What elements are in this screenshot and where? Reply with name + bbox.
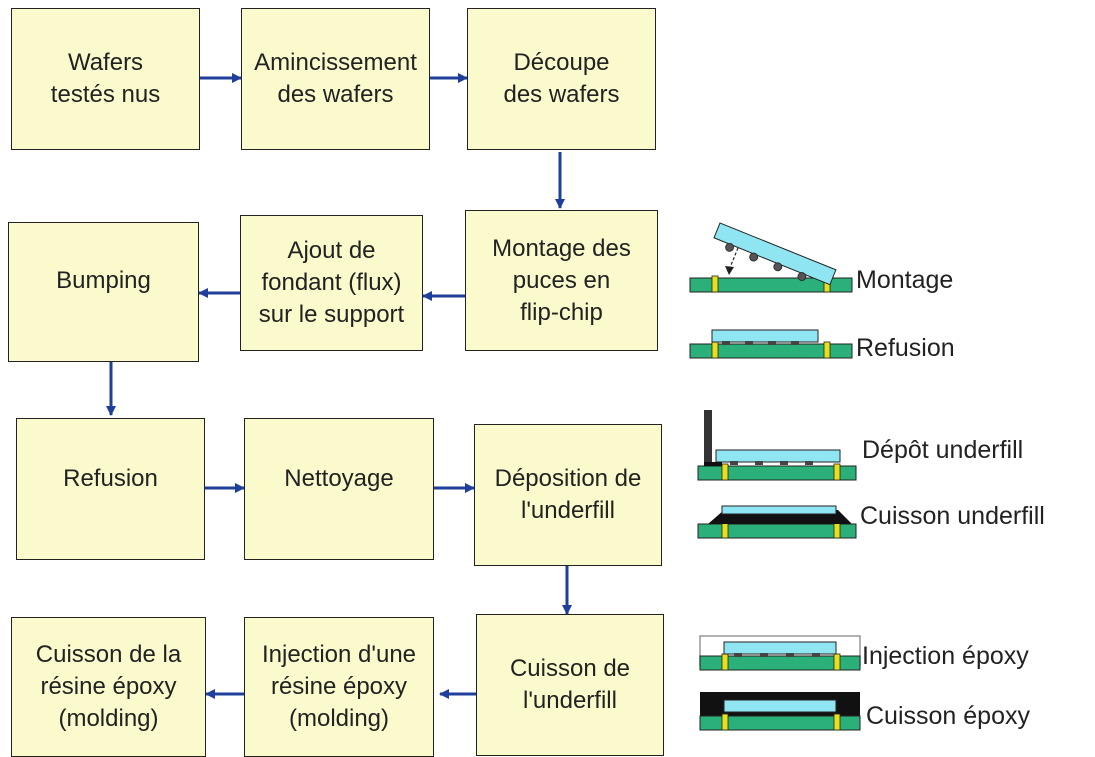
step-montage-label: Montage des puces en flip-chip xyxy=(492,234,631,326)
step-cuisson-resine: Cuisson de la résine époxy (molding) xyxy=(11,617,206,757)
step-decoupe-label: Découpe des wafers xyxy=(503,49,620,108)
step-deposition: Déposition de l'underfill xyxy=(474,424,662,566)
step-bumping: Bumping xyxy=(8,222,199,362)
illustration-depot-underfill xyxy=(697,410,857,481)
step-decoupe: Découpe des wafers xyxy=(467,8,656,150)
step-amincissement-label: Amincissement des wafers xyxy=(254,49,417,108)
step-refusion-label: Refusion xyxy=(63,465,158,492)
step-cuisson-underfill: Cuisson de l'underfill xyxy=(476,614,664,756)
label-montage: Montage xyxy=(856,266,954,294)
step-ajout-fondant: Ajout de fondant (flux) sur le support xyxy=(240,215,423,351)
label-cuisson-underfill: Cuisson underfill xyxy=(860,502,1045,530)
step-bumping-label: Bumping xyxy=(56,267,151,294)
step-injection: Injection d'une résine époxy (molding) xyxy=(244,617,434,757)
label-injection-epoxy: Injection époxy xyxy=(862,642,1029,670)
step-wafers-testes-label: Wafers testés nus xyxy=(50,49,161,108)
illustration-injection-epoxy xyxy=(699,635,861,671)
label-cuisson-epoxy: Cuisson époxy xyxy=(866,702,1030,730)
illustration-cuisson-underfill xyxy=(697,505,857,539)
step-cuisson-underfill-label: Cuisson de l'underfill xyxy=(509,655,631,714)
step-montage: Montage des puces en flip-chip xyxy=(465,210,658,351)
step-nettoyage-label: Nettoyage xyxy=(284,465,394,492)
step-injection-label: Injection d'une résine époxy (molding) xyxy=(261,641,417,732)
step-wafers-testes: Wafers testés nus xyxy=(11,8,200,150)
label-depot-underfill: Dépôt underfill xyxy=(862,436,1024,464)
illustration-refusion xyxy=(689,329,853,359)
step-nettoyage: Nettoyage xyxy=(244,418,434,560)
label-refusion: Refusion xyxy=(856,334,955,362)
step-cuisson-resine-label: Cuisson de la résine époxy (molding) xyxy=(35,641,182,732)
illustration-cuisson-epoxy xyxy=(699,692,861,731)
illustration-montage xyxy=(689,222,853,293)
step-refusion: Refusion xyxy=(16,418,205,560)
step-amincissement: Amincissement des wafers xyxy=(241,8,430,150)
step-deposition-label: Déposition de l'underfill xyxy=(494,465,642,524)
step-ajout-fondant-label: Ajout de fondant (flux) sur le support xyxy=(258,237,405,328)
